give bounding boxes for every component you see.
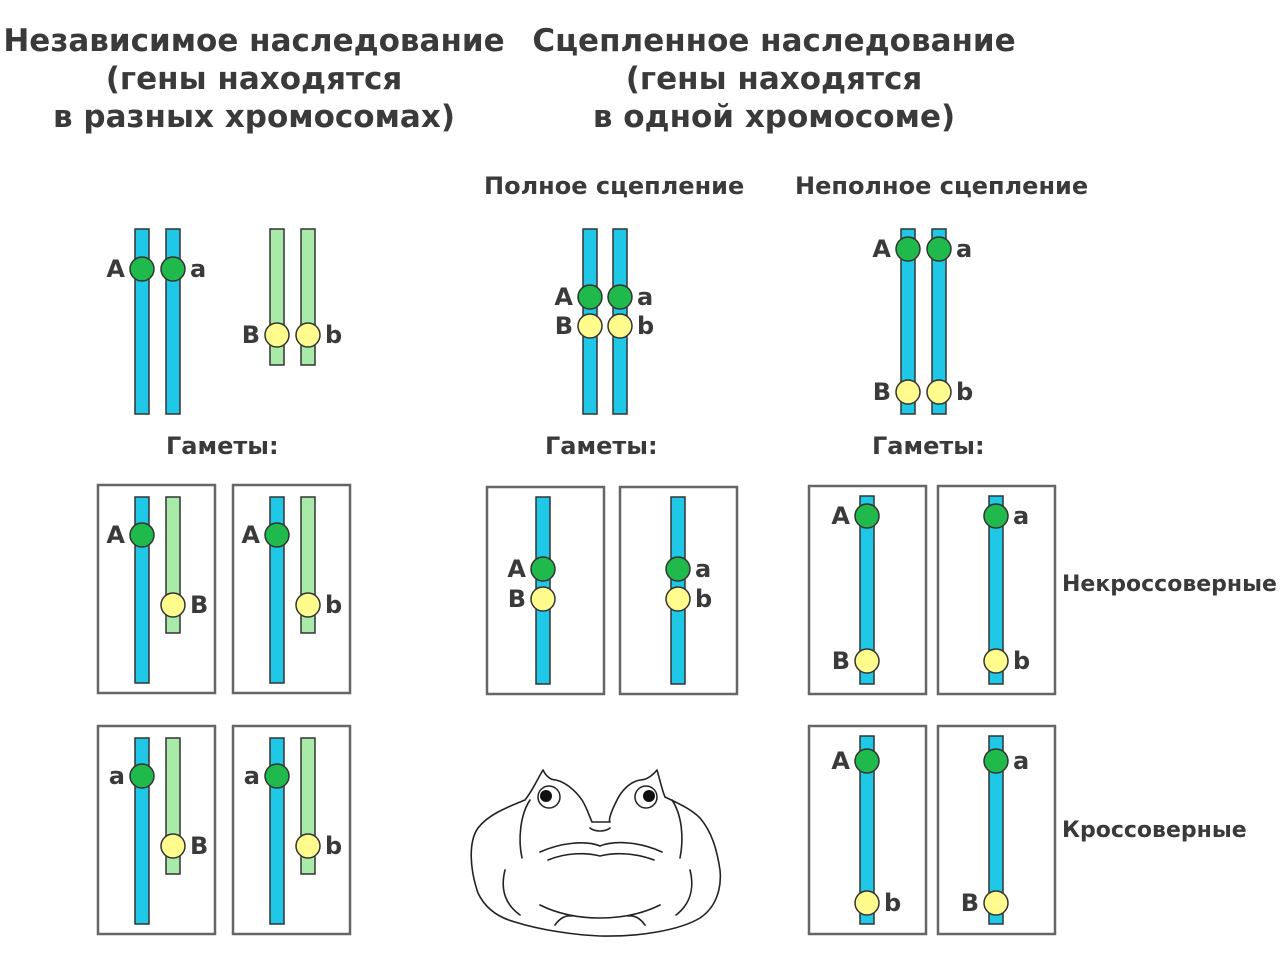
gamete-independent-4-gene-b-label: b (325, 832, 342, 860)
frog-illustration (470, 769, 722, 937)
title-independent-line2: (гены находятся (105, 61, 403, 97)
gamete-incomplete-3-gene-A-label: A (831, 747, 850, 775)
chromosome-incomplete-AB (900, 228, 916, 415)
gene-independent-a-marker (160, 256, 186, 282)
gene-incomplete-a-marker (926, 236, 952, 262)
gene-independent-b-marker (295, 322, 321, 348)
gene-complete-A-marker (577, 284, 603, 310)
gene-incomplete-A-marker (895, 236, 921, 262)
gamete-incomplete-3-gene-b-marker (854, 890, 880, 916)
gamete-chromosome-incomplete-4 (988, 735, 1004, 925)
gene-incomplete-b-label: b (956, 378, 973, 406)
title-independent-line1: Независимое наследование (3, 23, 505, 59)
gamete-independent-4-gene-a-label: a (244, 762, 260, 790)
gene-independent-b-label: b (325, 321, 342, 349)
gamete-independent-2-gene-A-marker (264, 522, 290, 548)
gamete-frame-incomplete-1 (807, 484, 928, 696)
gene-complete-B-label: B (555, 312, 573, 340)
gamete-complete-1-gene-A-label: A (507, 555, 526, 583)
subtitle-incomplete-linkage: Неполное сцепление (795, 172, 1089, 200)
title-linked-line2: (гены находятся (625, 61, 923, 97)
gene-independent-a-label: a (190, 255, 206, 283)
gamete-frame-independent-1 (96, 483, 217, 695)
gamete-incomplete-1-gene-A-marker (854, 503, 880, 529)
gamete-frame-independent-4 (231, 724, 352, 936)
gamete-independent-2-gene-b-marker (295, 592, 321, 618)
gene-incomplete-B-marker (895, 379, 921, 405)
gene-independent-B-marker (264, 322, 290, 348)
gamete-independent-1-gene-A-label: A (106, 521, 125, 549)
subtitle-complete-linkage: Полное сцепление (484, 172, 745, 200)
gamete-independent-3-gene-a-marker (129, 763, 155, 789)
gene-incomplete-A-label: A (872, 235, 891, 263)
gamete-chromosome-incomplete-2 (988, 495, 1004, 685)
gamete-independent-3-gene-B-label: B (190, 832, 208, 860)
gene-complete-A-label: A (554, 283, 573, 311)
gamete-frame-independent-2 (231, 483, 352, 695)
gamete-frame-complete-2 (618, 485, 739, 696)
gamete-complete-2-gene-a-marker (665, 556, 691, 582)
title-linked: Сцепленное наследование (гены находятся … (520, 22, 1028, 136)
gamete-independent-3-gene-a-label: a (109, 762, 125, 790)
gamete-incomplete-3-gene-A-marker (854, 748, 880, 774)
gene-incomplete-B-label: B (873, 378, 891, 406)
gamete-frame-incomplete-2 (936, 484, 1057, 696)
gamete-incomplete-2-gene-b-label: b (1013, 647, 1030, 675)
gene-independent-B-label: B (242, 321, 260, 349)
gene-complete-a-marker (607, 284, 633, 310)
gamete-independent-2-gene-A-label: A (241, 521, 260, 549)
gamete-complete-2-gene-b-label: b (695, 585, 712, 613)
label-crossover: Кроссоверные (1062, 818, 1247, 843)
gamete-chromosome-incomplete-1 (859, 495, 875, 685)
gene-complete-b-label: b (637, 312, 654, 340)
label-noncrossover: Некроссоверные (1062, 572, 1277, 597)
gamete-frame-complete-1 (485, 485, 606, 696)
gamete-incomplete-1-gene-A-label: A (831, 502, 850, 530)
gamete-complete-2-gene-b-marker (665, 586, 691, 612)
gamete-incomplete-2-gene-a-label: a (1013, 502, 1029, 530)
gamete-independent-4-gene-b-marker (295, 833, 321, 859)
gametes-label-incomplete: Гаметы: (872, 432, 985, 460)
gamete-complete-1-gene-B-label: B (508, 585, 526, 613)
gamete-independent-3-gene-B-marker (160, 833, 186, 859)
gamete-incomplete-3-gene-b-label: b (884, 889, 901, 917)
gamete-incomplete-4-gene-B-marker (983, 890, 1009, 916)
gamete-incomplete-2-gene-b-marker (983, 648, 1009, 674)
gene-incomplete-a-label: a (956, 235, 972, 263)
gene-independent-A-label: A (106, 255, 125, 283)
gamete-independent-4-gene-a-marker (264, 763, 290, 789)
gamete-incomplete-4-gene-a-label: a (1013, 747, 1029, 775)
gene-complete-B-marker (577, 313, 603, 339)
gametes-label-complete: Гаметы: (545, 432, 658, 460)
title-linked-line3: в одной хромосоме) (592, 99, 956, 135)
gametes-label-independent: Гаметы: (166, 432, 279, 460)
gamete-complete-1-gene-A-marker (530, 556, 556, 582)
gamete-frame-independent-3 (96, 724, 217, 936)
title-linked-line1: Сцепленное наследование (532, 23, 1016, 59)
gene-incomplete-b-marker (926, 379, 952, 405)
gamete-chromosome-incomplete-3 (859, 735, 875, 925)
gamete-frame-incomplete-4 (936, 724, 1057, 936)
gene-complete-a-label: a (637, 283, 653, 311)
chromosome-incomplete-ab (931, 228, 947, 415)
gamete-incomplete-1-gene-B-label: B (832, 647, 850, 675)
gamete-incomplete-1-gene-B-marker (854, 648, 880, 674)
gene-independent-A-marker (129, 256, 155, 282)
gamete-independent-1-gene-A-marker (129, 522, 155, 548)
gamete-complete-2-gene-a-label: a (695, 555, 711, 583)
gene-complete-b-marker (607, 313, 633, 339)
gamete-incomplete-2-gene-a-marker (983, 503, 1009, 529)
gamete-incomplete-4-gene-a-marker (983, 748, 1009, 774)
gamete-complete-1-gene-B-marker (530, 586, 556, 612)
title-independent-line3: в разных хромосомах) (53, 99, 455, 135)
gamete-frame-incomplete-3 (807, 724, 928, 936)
title-independent: Независимое наследование (гены находятся… (0, 22, 508, 136)
gamete-independent-2-gene-b-label: b (325, 591, 342, 619)
gamete-incomplete-4-gene-B-label: B (961, 889, 979, 917)
gamete-independent-1-gene-B-label: B (190, 591, 208, 619)
frog-eyes (537, 785, 658, 809)
gamete-independent-1-gene-B-marker (160, 592, 186, 618)
